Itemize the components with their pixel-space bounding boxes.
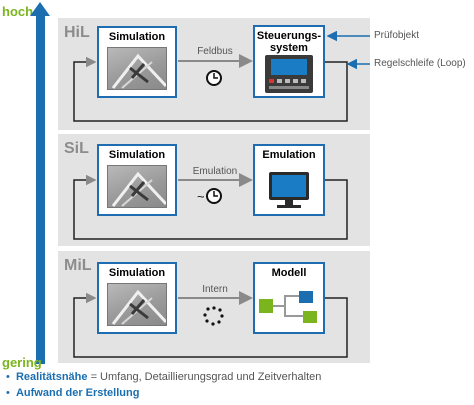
emulation-label: Emulation: [262, 149, 316, 161]
simulation-label: Simulation: [108, 149, 166, 161]
simulation-label: Simulation: [108, 31, 166, 43]
controller-device-icon: [265, 55, 313, 93]
pruefobjekt-label: Prüfobjekt: [374, 30, 420, 41]
regelschleife-label: Regelschleife (Loop): [374, 58, 466, 69]
approx-clock-icon: ~: [197, 188, 222, 204]
controller-box-hil[interactable]: Steuerungs- system: [253, 25, 325, 98]
legend-row-effort: • Aufwand der Erstellung: [6, 387, 139, 399]
axis-arrowhead: [30, 2, 50, 16]
control-loop-sil: [73, 174, 348, 240]
simulation-image: [107, 47, 167, 90]
realism-axis-bar: [36, 12, 45, 364]
legend-bullet: •: [6, 371, 10, 383]
panel-title-sil: SiL: [64, 140, 89, 157]
simulation-label: Simulation: [108, 267, 166, 279]
panel-title-mil: MiL: [64, 257, 92, 274]
emulation-box-sil[interactable]: Emulation: [253, 144, 325, 216]
simulation-box-hil[interactable]: Simulation: [97, 26, 177, 98]
edge-label-hil: Feldbus: [197, 46, 233, 57]
spinner-icon: [203, 306, 224, 326]
legend-term-effort: Aufwand der Erstellung: [15, 387, 140, 399]
block-diagram-icon: [259, 291, 317, 323]
model-label: Modell: [271, 267, 307, 279]
model-box-mil[interactable]: Modell: [253, 262, 325, 334]
edge-label-sil: Emulation: [192, 166, 238, 177]
legend-row-realism: • Realitätsnähe = Umfang, Detaillierungs…: [6, 371, 321, 383]
axis-top-label: hoch: [2, 4, 34, 19]
edge-label-mil: Intern: [202, 284, 228, 295]
legend-text-realism: = Umfang, Detaillierungsgrad und Zeitver…: [87, 371, 322, 383]
controller-label: Steuerungs- system: [256, 30, 322, 54]
simulation-box-sil[interactable]: Simulation: [97, 144, 177, 216]
panel-title-hil: HiL: [64, 24, 90, 41]
axis-bottom-label: gering: [2, 355, 42, 370]
control-loop-hil: [73, 56, 348, 122]
legend-bullet: •: [6, 387, 10, 399]
simulation-image: [107, 165, 167, 208]
simulation-box-mil[interactable]: Simulation: [97, 262, 177, 334]
legend-term-realism: Realitätsnähe: [15, 371, 88, 383]
control-loop-mil: [73, 292, 348, 358]
svg-text:~: ~: [197, 189, 205, 204]
simulation-image: [107, 283, 167, 326]
clock-icon: [206, 70, 222, 86]
monitor-icon: [269, 172, 309, 208]
